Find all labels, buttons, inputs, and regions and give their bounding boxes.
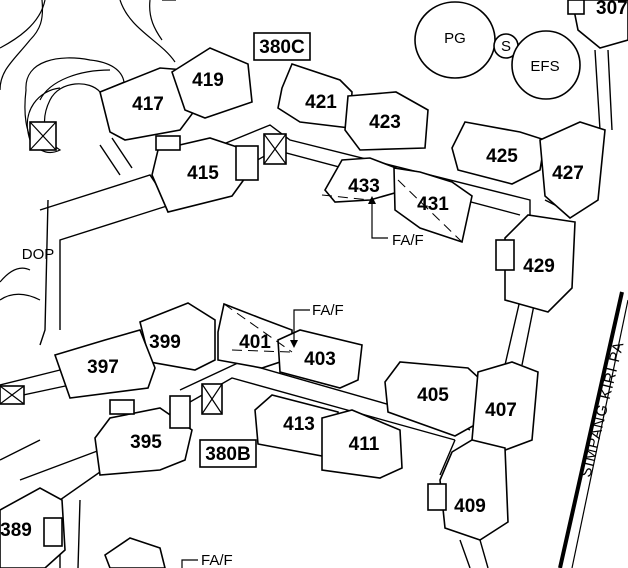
playground-label: PG [444,30,466,47]
block-389-label: 389 [0,520,32,541]
road-name-label: SIMPANG KIRI PA [577,340,627,479]
block-409-label: 409 [454,496,486,517]
block-417-label: 417 [132,94,164,115]
connector-details [43,0,585,547]
block-431-label: 431 [417,194,449,215]
road-edge-2 [571,299,628,568]
fa-f-label-2: FA/F [312,302,344,319]
block-433-label: 433 [348,176,380,197]
road-edge [558,291,624,568]
fa-f-label-1: FA/F [392,232,424,249]
shelter-label: S [501,38,511,55]
block-407-label: 407 [485,400,517,421]
block-395-label: 395 [130,432,162,453]
fa-f-dashes [223,179,463,353]
fa-f-label-3: FA/F [201,552,233,568]
block-411-label: 411 [349,434,380,455]
drop-off-point-label: DOP [22,246,55,263]
block-415-label: 415 [187,163,219,184]
box-380b [199,439,257,468]
park-outline-top-left [0,0,176,141]
block-405-label: 405 [417,385,449,406]
box-380c [253,32,311,61]
fa-f-pointer-1 [371,200,388,239]
garden-outline [24,57,125,154]
bin-points [0,121,287,415]
walkways [0,49,613,568]
block-425-label: 425 [486,146,518,167]
block-380b-label: 380B [205,444,250,465]
block-427-label: 427 [552,163,584,184]
block-399-label: 399 [149,332,181,353]
fa-f-pointer-1-arrow [368,196,376,204]
garden-outline-2 [0,0,176,49]
park-outline-left [0,267,41,301]
fa-f-pointer-2-arrow [290,340,298,348]
block-423-label: 423 [369,112,401,133]
block-429-label: 429 [523,256,555,277]
block-380c-label: 380C [259,37,305,58]
block-413-label: 413 [283,414,315,435]
fa-f-pointer-2 [293,309,310,342]
block-419-label: 419 [192,70,224,91]
fitness-station-label: EFS [530,58,559,75]
fa-f-pointer-3 [181,559,198,568]
block-397-label: 397 [87,357,119,378]
block-307-label: 307 [596,0,628,19]
block-401-label: 401 [239,332,271,353]
block-421-label: 421 [305,92,337,113]
block-403-label: 403 [304,349,336,370]
fitness-station-circle [511,30,581,100]
